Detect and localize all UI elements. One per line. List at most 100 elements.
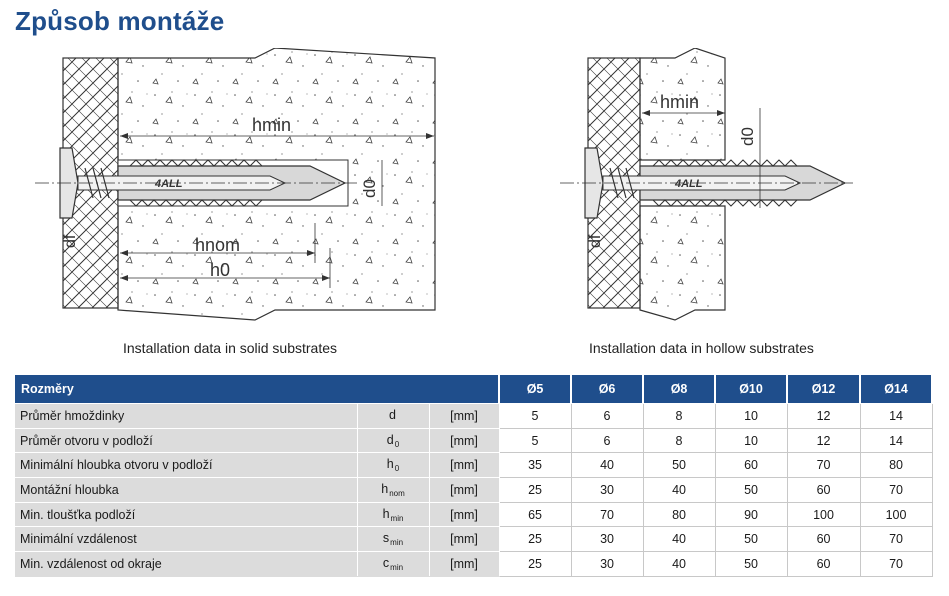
- row-name: Min. tloušťka podloží: [15, 502, 358, 528]
- symbol-main: h: [382, 506, 390, 521]
- symbol-main: d: [386, 432, 394, 447]
- row-value: 25: [499, 526, 572, 553]
- row-symbol: smin: [357, 526, 430, 553]
- symbol-main: h: [386, 457, 394, 472]
- row-value: 50: [715, 526, 788, 553]
- symbol-subscript: nom: [389, 488, 405, 498]
- row-value: 6: [571, 428, 644, 454]
- row-value: 70: [860, 477, 933, 503]
- row-value: 90: [715, 502, 788, 528]
- row-value: 70: [571, 502, 644, 528]
- row-value: 8: [643, 403, 716, 429]
- row-value: 30: [571, 526, 644, 553]
- row-value: 30: [571, 551, 644, 577]
- row-value: 10: [715, 428, 788, 454]
- row-value: 40: [643, 551, 716, 577]
- row-value: 12: [787, 403, 861, 429]
- header-size: Ø5: [499, 374, 573, 404]
- row-value: 6: [571, 403, 644, 429]
- row-value: 60: [787, 477, 861, 503]
- hmin-label: hmin: [252, 115, 291, 135]
- header-size: Ø12: [787, 374, 862, 404]
- row-symbol: cmin: [357, 551, 430, 577]
- row-value: 70: [860, 526, 933, 553]
- row-name: Min. vzdálenost od okraje: [15, 551, 358, 577]
- header-size: Ø10: [715, 374, 789, 404]
- row-value: 25: [499, 551, 572, 577]
- symbol-main: d: [389, 407, 396, 422]
- row-unit: [mm]: [429, 403, 500, 429]
- dowel-brand-label: 4ALL: [154, 178, 183, 190]
- symbol-main: c: [382, 555, 390, 570]
- row-value: 14: [860, 428, 933, 454]
- hnom-label: hnom: [195, 235, 240, 255]
- row-value: 50: [715, 477, 788, 503]
- table-header-row: Rozměry Ø5 Ø6 Ø8 Ø10 Ø12 Ø14: [15, 374, 934, 404]
- header-size: Ø6: [571, 374, 645, 404]
- hollow-caption: Installation data in hollow substrates: [589, 340, 814, 356]
- row-value: 100: [860, 502, 933, 528]
- df-label: df: [587, 234, 604, 248]
- row-name: Minimální hloubka otvoru v podloží: [15, 452, 358, 479]
- df-label: df: [62, 234, 79, 248]
- symbol-subscript: min: [390, 562, 404, 572]
- solid-substrate-diagram: 4ALL hmin d0 df hnom h0: [35, 48, 436, 321]
- row-value: 80: [643, 502, 716, 528]
- row-value: 60: [715, 452, 788, 479]
- hollow-plate-top: [639, 48, 726, 161]
- row-value: 10: [715, 403, 788, 429]
- symbol-subscript: min: [390, 538, 404, 548]
- row-name: Montážní hloubka: [15, 477, 358, 503]
- hmin-label: hmin: [660, 92, 699, 112]
- row-symbol: hnom: [357, 477, 430, 503]
- header-dimensions: Rozměry: [15, 374, 501, 404]
- row-value: 40: [571, 452, 644, 479]
- row-value: 40: [643, 477, 716, 503]
- row-name: Minimální vzdálenost: [15, 526, 358, 553]
- row-value: 80: [860, 452, 933, 479]
- solid-caption: Installation data in solid substrates: [123, 340, 338, 356]
- row-value: 70: [860, 551, 933, 577]
- row-value: 70: [787, 452, 861, 479]
- row-symbol: h0: [357, 452, 430, 479]
- hollow-substrate-diagram: 4ALL hmin d0 df: [560, 48, 853, 321]
- row-value: 65: [499, 502, 572, 528]
- row-symbol: d: [357, 403, 430, 429]
- header-size: Ø8: [643, 374, 717, 404]
- row-unit: [mm]: [429, 428, 500, 454]
- row-value: 60: [787, 526, 861, 553]
- h0-label: h0: [210, 260, 230, 280]
- row-value: 100: [787, 502, 861, 528]
- row-value: 40: [643, 526, 716, 553]
- row-name: Průměr otvoru v podloží: [15, 428, 358, 454]
- row-value: 50: [715, 551, 788, 577]
- row-value: 5: [499, 428, 572, 454]
- dowel-brand-label: 4ALL: [674, 178, 703, 190]
- row-value: 60: [787, 551, 861, 577]
- row-value: 5: [499, 403, 572, 429]
- d0-label: d0: [738, 127, 757, 146]
- row-unit: [mm]: [429, 502, 500, 528]
- page-title: Způsob montáže: [15, 6, 225, 36]
- row-value: 35: [499, 452, 572, 479]
- header-size: Ø14: [860, 374, 934, 404]
- row-value: 30: [571, 477, 644, 503]
- symbol-main: h: [381, 481, 389, 496]
- hollow-plate-bottom: [639, 205, 726, 321]
- row-unit: [mm]: [429, 526, 500, 553]
- symbol-main: s: [382, 531, 390, 546]
- row-value: 8: [643, 428, 716, 454]
- row-value: 25: [499, 477, 572, 503]
- symbol-subscript: 0: [394, 439, 400, 449]
- row-unit: [mm]: [429, 477, 500, 503]
- symbol-subscript: 0: [394, 464, 400, 474]
- row-unit: [mm]: [429, 452, 500, 479]
- row-unit: [mm]: [429, 551, 500, 577]
